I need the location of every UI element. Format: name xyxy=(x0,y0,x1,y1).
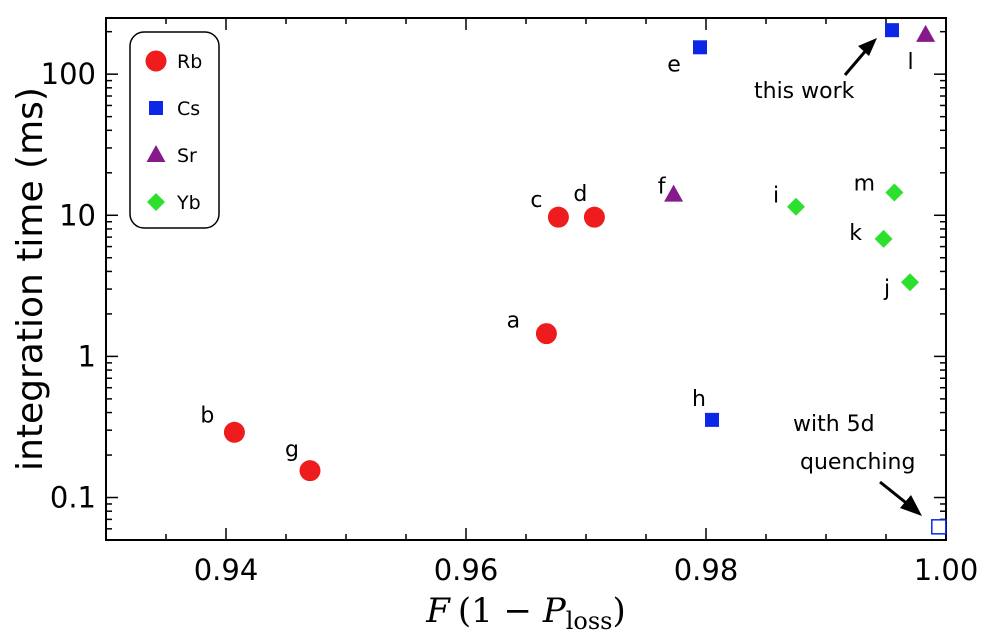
y-tick-label: 1 xyxy=(78,339,96,373)
data-points xyxy=(223,23,947,535)
legend-marker-Rb xyxy=(145,50,167,72)
data-point-Yb-j xyxy=(901,273,919,292)
x-axis-label-sub: loss xyxy=(566,607,613,635)
annotation-quenching-line2: quenching xyxy=(800,450,915,475)
data-point-Cs-e xyxy=(693,40,707,55)
point-label-j: j xyxy=(883,276,890,301)
x-tick-label: 0.94 xyxy=(194,553,259,587)
point-label-f: f xyxy=(658,175,667,200)
annotation-quenching-arrow-shaft xyxy=(879,480,911,508)
data-point-Cs xyxy=(885,23,899,38)
x-tick-label: 1.00 xyxy=(914,553,979,587)
x-axis-label-p: P xyxy=(542,591,567,631)
axis-ticks xyxy=(105,18,947,541)
x-tick-label: 0.96 xyxy=(434,553,499,587)
legend-marker-Yb xyxy=(147,193,165,211)
data-point-Rb-g xyxy=(299,460,321,482)
x-axis-label-var: F xyxy=(425,591,451,631)
y-tick-label: 0.1 xyxy=(50,481,96,515)
point-label-k: k xyxy=(849,221,862,246)
data-point-unlabelled xyxy=(931,519,947,535)
point-label-a: a xyxy=(507,309,520,334)
point-label-i: i xyxy=(773,184,779,209)
x-tick-label: 0.98 xyxy=(674,553,739,587)
data-point-Rb-b xyxy=(223,421,245,443)
point-label-c: c xyxy=(530,188,542,213)
data-point-Cs-h xyxy=(705,412,719,427)
point-label-d: d xyxy=(573,182,587,207)
annotation-this-work-arrow-shaft xyxy=(843,47,870,76)
annotation-quenching-arrowhead xyxy=(900,495,922,516)
data-point-Sr-l xyxy=(916,24,936,42)
data-point-Yb-m xyxy=(885,183,904,202)
data-point-Yb-i xyxy=(787,197,805,216)
legend-label-Sr: Sr xyxy=(177,145,197,167)
legend-label-Yb: Yb xyxy=(176,192,201,214)
y-tick-label: 10 xyxy=(59,198,96,232)
y-tick-label: 100 xyxy=(41,57,96,91)
axis-tick-labels: 0.94 0.96 0.98 1.00 0.1 1 10 100 xyxy=(41,57,979,587)
data-point-Rb-d xyxy=(583,206,605,228)
point-label-l: l xyxy=(908,50,914,75)
point-label-m: m xyxy=(854,172,875,197)
legend-label-Rb: Rb xyxy=(177,51,202,73)
legend-marker-Cs xyxy=(149,101,163,115)
data-point-Yb-k xyxy=(874,229,893,248)
data-point-Sr-f xyxy=(664,184,684,202)
point-labels: a b c d g e h f l i j km xyxy=(200,50,913,463)
data-point-Rb-a xyxy=(535,323,557,345)
legend-box xyxy=(129,31,220,229)
x-axis-label: F(1 − Ploss) xyxy=(425,591,626,635)
legend-label-Cs: Cs xyxy=(177,98,200,120)
point-label-e: e xyxy=(667,52,681,77)
annotation-this-work-text: this work xyxy=(754,79,855,104)
annotation-this-work: this work xyxy=(754,38,877,104)
annotation-quenching: with 5d quenching xyxy=(793,412,922,516)
point-label-b: b xyxy=(200,403,214,428)
point-label-h: h xyxy=(692,387,706,412)
annotation-this-work-arrowhead xyxy=(858,38,877,56)
x-axis-label-close: ) xyxy=(612,591,625,631)
legend-marker-Sr xyxy=(146,145,166,162)
x-axis-label-open: (1 − xyxy=(458,591,543,631)
point-label-g: g xyxy=(285,438,299,463)
y-axis-label: integration time (ms) xyxy=(10,87,51,471)
annotation-quenching-line1: with 5d xyxy=(793,412,875,437)
data-point-Rb-c xyxy=(547,206,569,228)
